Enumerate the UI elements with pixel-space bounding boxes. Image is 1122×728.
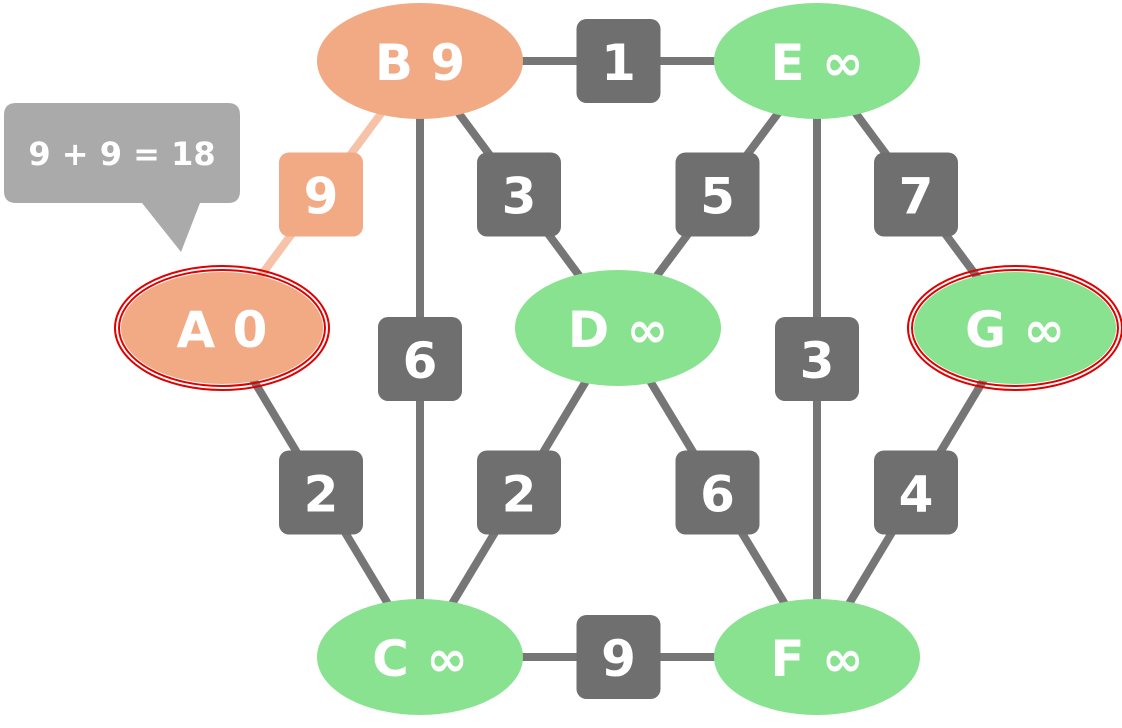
node-label: A 0: [177, 301, 268, 359]
edge-weight-c-f: 9: [576, 615, 661, 699]
callout-text: 9 + 9 = 18: [28, 135, 215, 173]
weight-label: 7: [899, 168, 934, 226]
edge-weight-a-b: 9: [279, 152, 363, 237]
node-g: G ∞: [907, 265, 1122, 391]
edge-weight-e-f: 3: [775, 317, 859, 401]
node-e: E ∞: [714, 3, 920, 119]
edge-weight-c-d: 2: [477, 450, 561, 535]
edge-weight-f-g: 4: [874, 450, 958, 535]
weight-box: [675, 152, 760, 237]
node-label: B 9: [375, 34, 465, 92]
weight-box: [775, 317, 859, 401]
node-label: G ∞: [965, 301, 1065, 359]
edge-weight-d-e: 5: [675, 152, 760, 237]
weight-box: [675, 450, 760, 535]
edge-weight-a-c: 2: [279, 450, 363, 535]
weight-label: 6: [700, 466, 735, 524]
node-label: F ∞: [770, 630, 863, 688]
highlight-ring-inner: [118, 269, 326, 387]
highlight-ring-outer: [907, 265, 1122, 391]
node-shape: [714, 599, 920, 715]
weight-box: [576, 615, 661, 699]
weight-box: [874, 450, 958, 535]
edge-weights-layer: 9 2 6 3 1 2 9 5 6 3 7 4: [279, 19, 958, 699]
node-a: A 0: [114, 265, 330, 391]
weight-label: 5: [700, 168, 735, 226]
node-shape: [317, 599, 523, 715]
edge-weight-e-g: 7: [874, 152, 958, 237]
edge-weight-d-f: 6: [675, 450, 760, 535]
weight-box: [279, 450, 363, 535]
weight-label: 3: [502, 168, 537, 226]
edge-weight-b-e: 1: [576, 19, 661, 103]
weight-box: [378, 317, 462, 401]
weight-box: [477, 450, 561, 535]
node-shape: [121, 272, 323, 384]
weight-label: 6: [403, 332, 438, 390]
nodes-layer: A 0 B 9 C ∞ D ∞ E ∞ F ∞ G ∞: [114, 3, 1122, 715]
weight-box: [477, 152, 561, 237]
node-label: D ∞: [568, 301, 669, 359]
node-shape: [914, 272, 1116, 384]
edge-weight-b-c: 6: [378, 317, 462, 401]
weight-label: 3: [800, 332, 835, 390]
node-shape: [515, 270, 721, 386]
weight-label: 1: [601, 34, 636, 92]
edge-weight-b-d: 3: [477, 152, 561, 237]
node-shape: [317, 3, 523, 119]
weight-label: 9: [601, 630, 636, 688]
node-c: C ∞: [317, 599, 523, 715]
node-label: E ∞: [770, 34, 863, 92]
weight-label: 4: [899, 466, 934, 524]
node-shape: [714, 3, 920, 119]
node-b: B 9: [317, 3, 523, 119]
weight-label: 2: [502, 466, 537, 524]
weight-label: 9: [304, 168, 339, 226]
weight-box: [279, 152, 363, 237]
weight-box: [576, 19, 661, 103]
weight-label: 2: [304, 466, 339, 524]
node-label: C ∞: [372, 630, 468, 688]
callout-bubble: [4, 103, 240, 252]
weight-box: [874, 152, 958, 237]
highlight-ring-outer: [114, 265, 330, 391]
node-f: F ∞: [714, 599, 920, 715]
highlight-ring-inner: [911, 269, 1119, 387]
distance-callout: 9 + 9 = 18: [4, 103, 240, 252]
node-d: D ∞: [515, 270, 721, 386]
